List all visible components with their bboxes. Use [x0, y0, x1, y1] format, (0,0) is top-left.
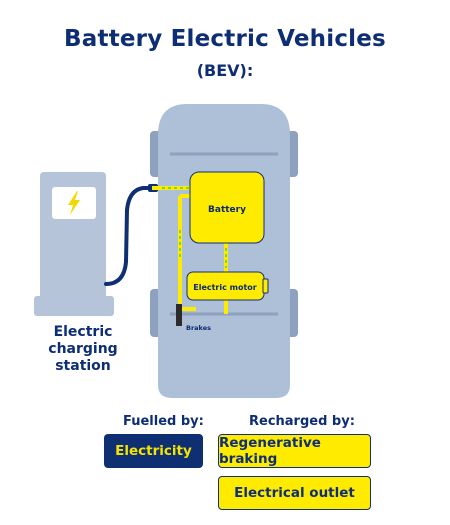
electrical-outlet-tag: Electrical outlet — [218, 476, 371, 510]
brakes-block: Brakes — [176, 304, 211, 332]
lightning-bolt-icon — [68, 191, 80, 215]
page-title: Battery Electric Vehicles — [64, 26, 386, 52]
regenerative-braking-tag: Regenerative braking — [218, 434, 371, 468]
battery-label: Battery — [208, 205, 246, 215]
recharged-by-heading: Recharged by: — [249, 414, 355, 429]
electricity-tag: Electricity — [104, 434, 203, 468]
electric-motor-block: Electric motor — [186, 271, 269, 301]
charging-cable-icon — [104, 186, 154, 286]
station-label-line2: charging — [48, 341, 118, 357]
page-subtitle: (BEV): — [196, 61, 254, 80]
charging-station — [34, 172, 158, 316]
brakes-label: Brakes — [186, 324, 211, 332]
battery-block: Battery — [189, 171, 265, 244]
station-label-line3: station — [55, 358, 111, 374]
fuelled-by-heading: Fuelled by: — [123, 414, 204, 429]
charging-station-label: Electric charging station — [28, 324, 138, 375]
station-label-line1: Electric — [53, 324, 113, 340]
motor-label: Electric motor — [193, 283, 257, 292]
